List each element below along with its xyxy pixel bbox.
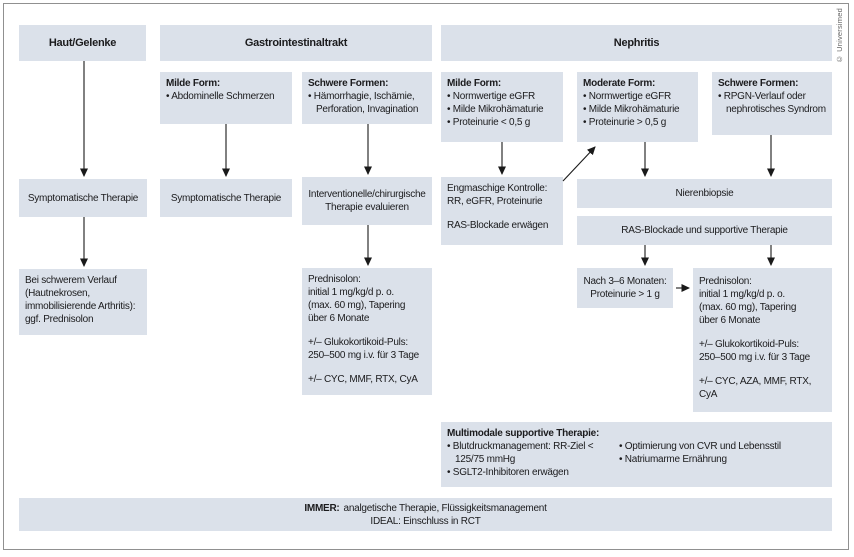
kidney-biopsy-box: Nierenbiopsie — [577, 179, 832, 208]
interventional-line: Interventionelle/chirurgische — [308, 189, 426, 200]
prednisolone-gi-line: (max. 60 mg), Tapering — [308, 300, 406, 311]
nephritis-moderate-form-box: Moderate Form: Normwertige eGFR Milde Mi… — [577, 72, 698, 142]
close-monitoring-line: RR, eGFR, Proteinurie — [447, 196, 543, 207]
after-months-line: Proteinurie > 1 g — [590, 289, 660, 300]
multimodal-bullet: Optimierung von CVR und Lebensstil — [619, 440, 781, 453]
footer-note-bar: IMMER:analgetische Therapie, Flüssigkeit… — [19, 498, 832, 531]
interventional-therapy-box: Interventionelle/chirurgische Therapie e… — [302, 177, 432, 225]
ras-supportive-box: RAS-Blockade und supportive Therapie — [577, 216, 832, 245]
nephritis-severe-form-box: Schwere Formen: RPGN-Verlauf oder nephro… — [712, 72, 832, 135]
gi-mild-form-title: Milde Form: — [166, 78, 220, 89]
nephritis-mild-bullet: Normwertige eGFR — [447, 90, 557, 103]
prednisolone-nephritis-line: Prednisolon: — [699, 276, 752, 287]
interventional-line: Therapie evaluieren — [325, 202, 409, 213]
gi-severe-form-title: Schwere Formen: — [308, 78, 389, 89]
prednisolone-gi-line: über 6 Monate — [308, 313, 370, 324]
footer-immer-text: analgetische Therapie, Flüssigkeitsmanag… — [343, 502, 547, 514]
gi-severe-bullet: Hämorrhagie, Ischämie, Perforation, Inva… — [308, 90, 426, 116]
multimodal-bullet: Blutdruckmanagement: RR-Ziel < 125/75 mm… — [447, 440, 619, 466]
close-monitoring-line: Engmaschige Kontrolle: — [447, 183, 548, 194]
severe-course-box: Bei schwerem Verlauf (Hautnekrosen, immo… — [19, 269, 147, 335]
close-monitoring-box: Engmaschige Kontrolle: RR, eGFR, Protein… — [441, 177, 563, 245]
footer-immer-line: IMMER:analgetische Therapie, Flüssigkeit… — [304, 502, 547, 515]
symptomatic-therapy-skin-box: Symptomatische Therapie — [19, 179, 147, 217]
nephritis-moderate-bullet: Normwertige eGFR — [583, 90, 692, 103]
copyright-credit: © Universimed — [835, 8, 844, 64]
nephritis-moderate-title: Moderate Form: — [583, 78, 656, 89]
nephritis-mild-title: Milde Form: — [447, 78, 501, 89]
multimodal-supportive-box: Multimodale supportive Therapie: Blutdru… — [441, 422, 832, 487]
arrow-monitoring-to-moderate — [562, 146, 596, 182]
prednisolone-nephritis-line: 250–500 mg i.v. für 3 Tage — [699, 352, 810, 363]
nephritis-mild-form-box: Milde Form: Normwertige eGFR Milde Mikro… — [441, 72, 563, 142]
nephritis-mild-bullet: Milde Mikrohämaturie — [447, 103, 557, 116]
gi-severe-form-box: Schwere Formen: Hämorrhagie, Ischämie, P… — [302, 72, 432, 124]
multimodal-bullet: Natriumarme Ernährung — [619, 453, 781, 466]
prednisolone-nephritis-box: Prednisolon: initial 1 mg/kg/d p. o. (ma… — [693, 268, 832, 412]
after-months-box: Nach 3–6 Monaten: Proteinurie > 1 g — [577, 268, 673, 308]
prednisolone-gi-box: Prednisolon: initial 1 mg/kg/d p. o. (ma… — [302, 268, 432, 395]
nephritis-severe-title: Schwere Formen: — [718, 78, 799, 89]
prednisolone-nephritis-line: initial 1 mg/kg/d p. o. — [699, 289, 785, 300]
after-months-line: Nach 3–6 Monaten: — [583, 276, 667, 287]
severe-course-line: Bei schwerem Verlauf — [25, 275, 117, 286]
header-nephritis: Nephritis — [441, 25, 832, 61]
severe-course-line: immobilisierende Arthritis): — [25, 301, 136, 312]
footer-immer-label: IMMER: — [304, 502, 340, 514]
nephritis-moderate-bullet: Milde Mikrohämaturie — [583, 103, 692, 116]
prednisolone-gi-line: +/– CYC, MMF, RTX, CyA — [308, 374, 418, 385]
prednisolone-nephritis-line: +/– Glukokortikoid-Puls: — [699, 339, 799, 350]
symptomatic-therapy-gi-box: Symptomatische Therapie — [160, 179, 292, 217]
prednisolone-gi-line: initial 1 mg/kg/d p. o. — [308, 287, 394, 298]
gi-mild-bullet: Abdominelle Schmerzen — [166, 90, 286, 103]
nephritis-mild-bullet: Proteinurie < 0,5 g — [447, 116, 557, 129]
nephritis-severe-bullet: RPGN-Verlauf oder nephrotisches Syndrom — [718, 90, 826, 116]
ras-blockade-consider-line: RAS-Blockade erwägen — [447, 220, 549, 231]
gi-mild-form-box: Milde Form: Abdominelle Schmerzen — [160, 72, 292, 124]
nephritis-moderate-bullet: Proteinurie > 0,5 g — [583, 116, 692, 129]
prednisolone-nephritis-line: über 6 Monate — [699, 315, 761, 326]
prednisolone-gi-line: 250–500 mg i.v. für 3 Tage — [308, 350, 419, 361]
prednisolone-gi-line: Prednisolon: — [308, 274, 361, 285]
header-gastrointestinal: Gastrointestinaltrakt — [160, 25, 432, 61]
severe-course-line: ggf. Prednisolon — [25, 314, 94, 325]
prednisolone-nephritis-line: (max. 60 mg), Tapering — [699, 302, 797, 313]
multimodal-title: Multimodale supportive Therapie: — [447, 428, 600, 439]
multimodal-bullet: SGLT2-Inhibitoren erwägen — [447, 466, 619, 479]
prednisolone-gi-line: +/– Glukokortikoid-Puls: — [308, 337, 408, 348]
severe-course-line: (Hautnekrosen, — [25, 288, 90, 299]
prednisolone-nephritis-line: +/– CYC, AZA, MMF, RTX, CyA — [699, 376, 812, 400]
footer-ideal-line: IDEAL: Einschluss in RCT — [370, 515, 481, 527]
header-skin-joints: Haut/Gelenke — [19, 25, 146, 61]
